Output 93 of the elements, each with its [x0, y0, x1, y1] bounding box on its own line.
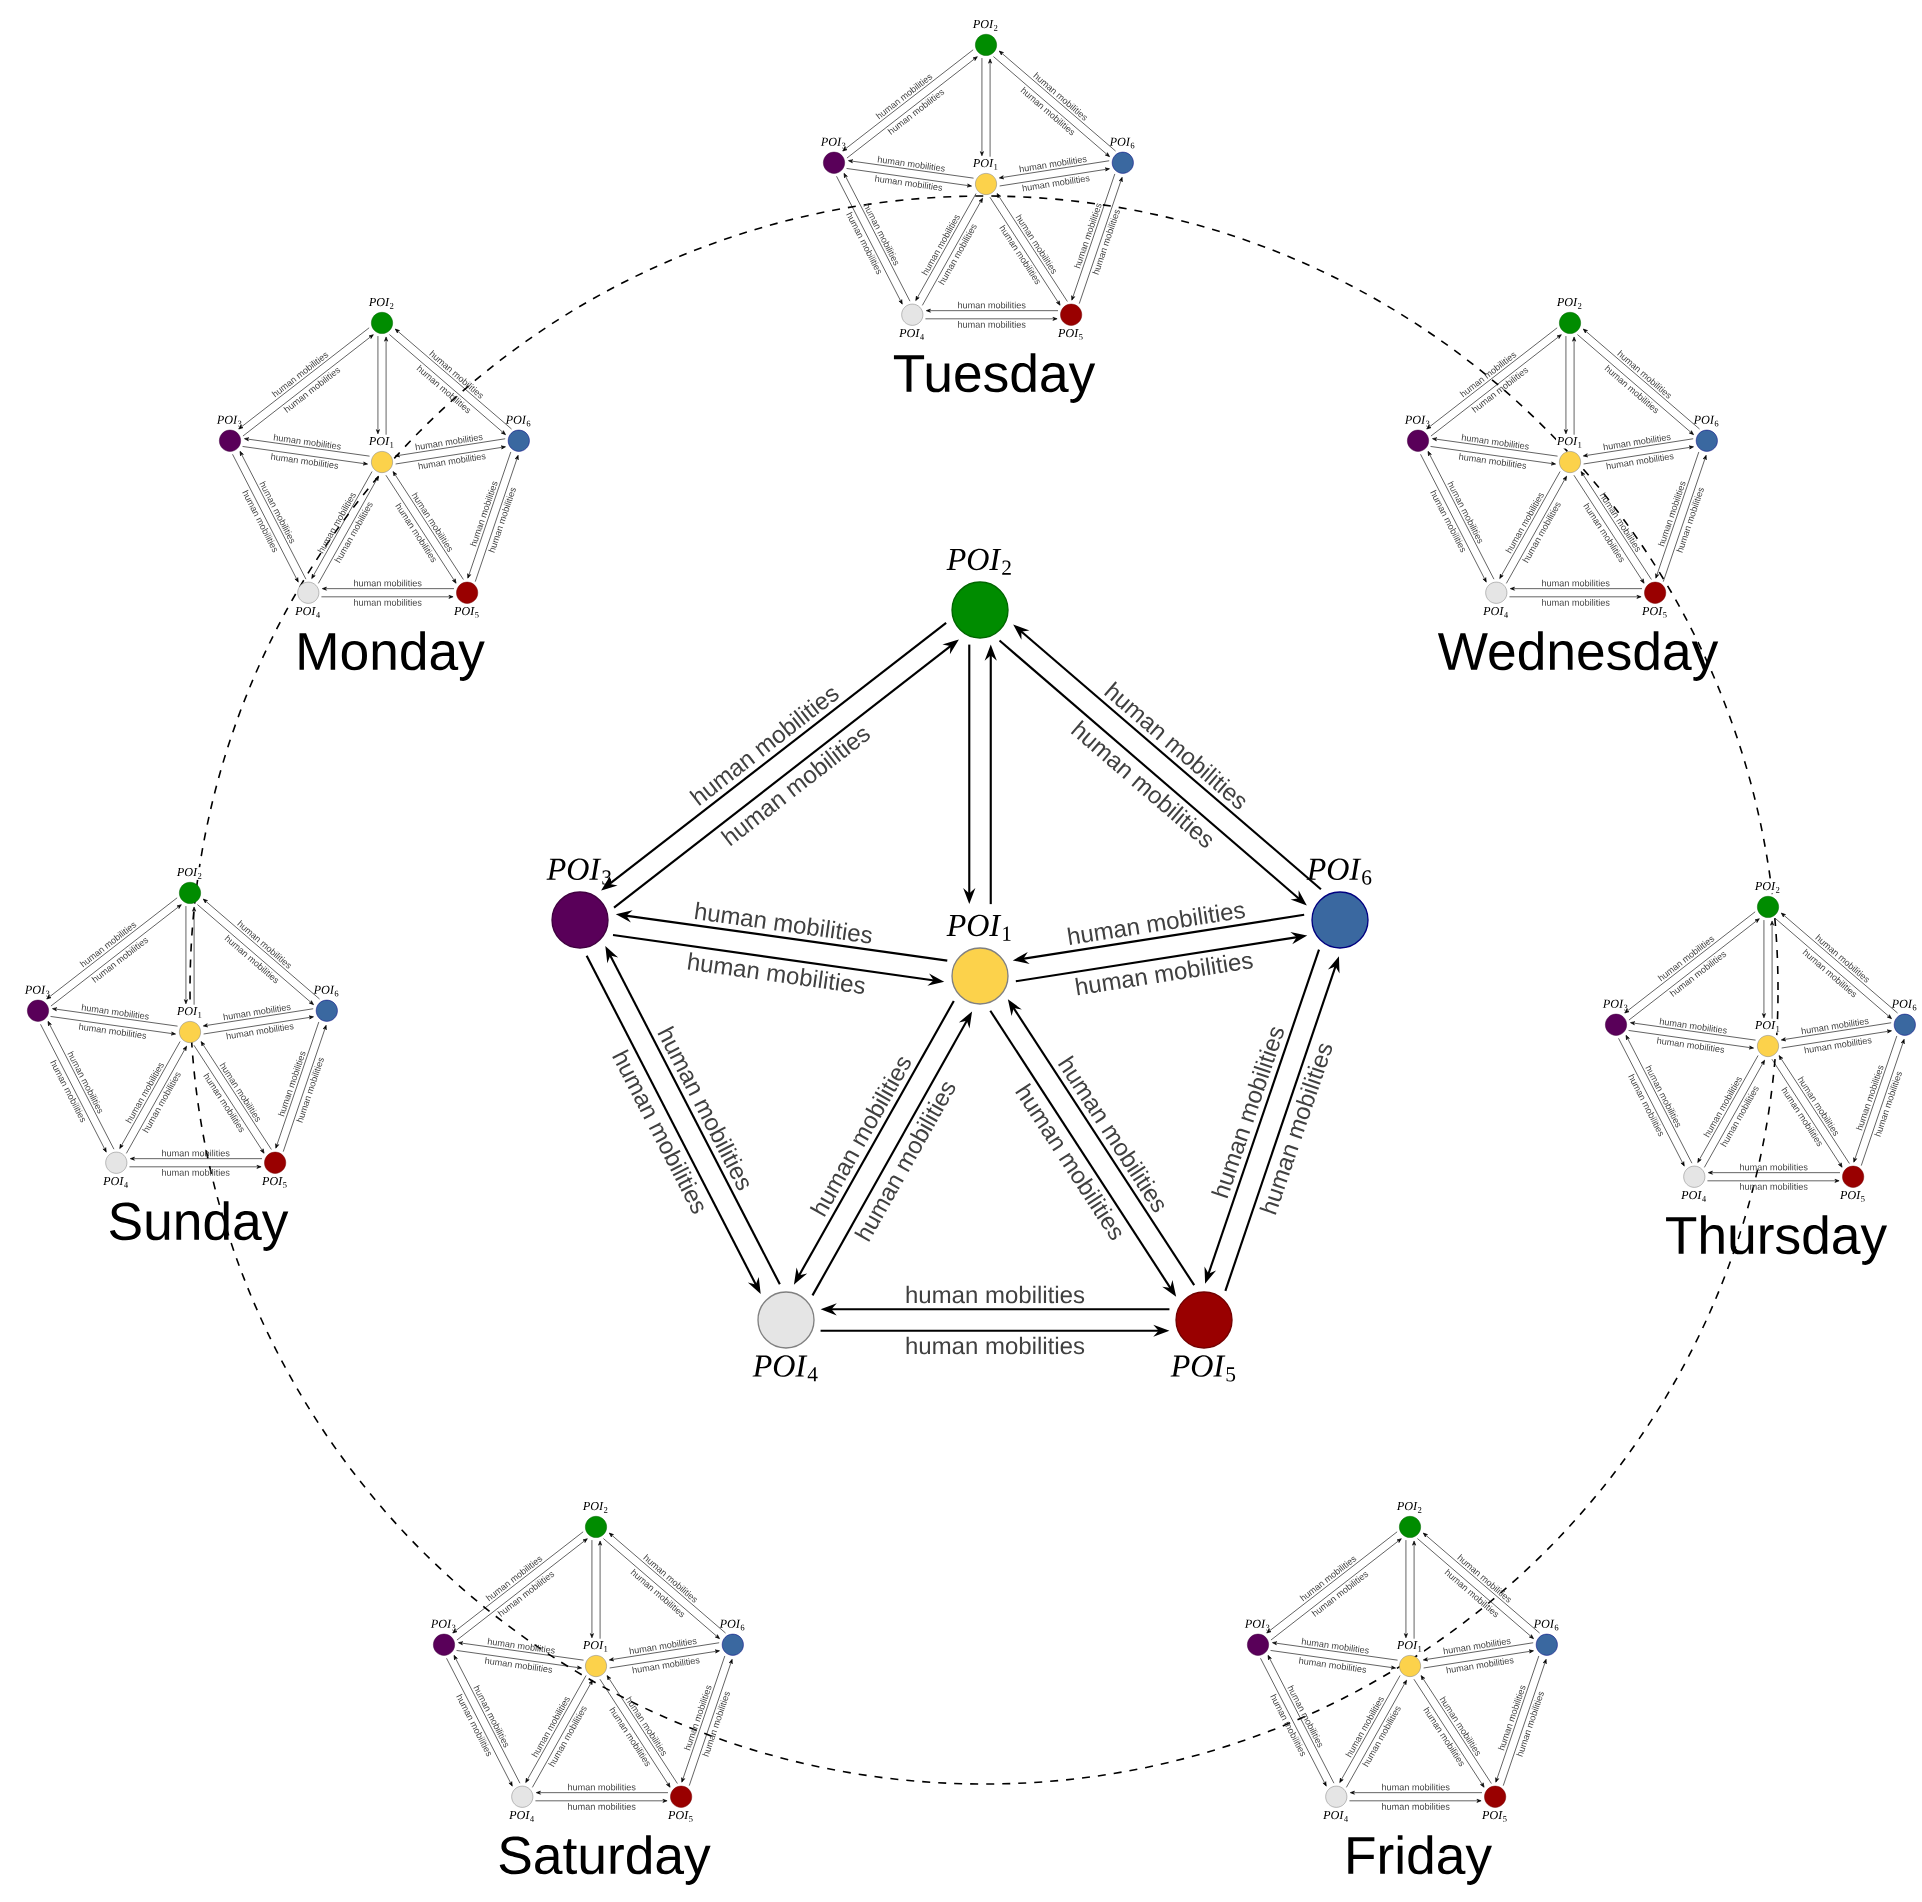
arrow [376, 335, 380, 435]
arrow [1509, 594, 1642, 599]
arrow [925, 316, 1058, 321]
arrow [458, 1641, 584, 1661]
arrow [1270, 1650, 1396, 1670]
poi-node: POI$_{4}$ [751, 1291, 821, 1383]
arrow [1423, 1642, 1534, 1662]
node-label: POI$_{1}$ [946, 914, 1011, 941]
arrow [130, 1156, 263, 1161]
edge-label: human mobilities [694, 901, 872, 944]
arrow [203, 1008, 314, 1028]
arrow [50, 1016, 176, 1036]
node-label: POI$_{5}$ [1170, 1355, 1236, 1382]
arrow [467, 451, 512, 579]
arrow [1510, 586, 1643, 591]
arrow [1630, 1021, 1756, 1041]
arrow [275, 1021, 320, 1149]
arrow [1564, 335, 1568, 435]
arrow [999, 160, 1110, 180]
arrow [536, 1790, 669, 1795]
arrow [1781, 1022, 1892, 1042]
day-label: Sunday [110, 1201, 289, 1251]
arrow [1860, 1039, 1905, 1166]
arrow [384, 336, 388, 435]
arrow [590, 1539, 594, 1639]
arrow [1572, 336, 1576, 435]
day-label: Friday [1348, 1835, 1492, 1885]
arrow [681, 1655, 726, 1783]
arrow [192, 906, 196, 1005]
poi-node: POI$_{1}$ [945, 913, 1015, 1005]
arrow [688, 1659, 733, 1786]
arrow [1655, 451, 1700, 579]
arrow [52, 1007, 178, 1027]
arrow [848, 159, 974, 179]
arrow [395, 438, 506, 458]
arrow [1502, 1659, 1547, 1786]
node-label: POI$_{6}$ [1306, 858, 1372, 885]
arrow [242, 446, 368, 466]
arrow [1583, 438, 1694, 458]
arrow [322, 586, 455, 591]
day-label: Monday [299, 631, 485, 681]
arrow [1708, 1170, 1841, 1175]
arrow [535, 1798, 668, 1803]
arrow [1432, 437, 1558, 457]
arrow [129, 1164, 262, 1169]
arrow [244, 437, 370, 457]
arrow [1423, 1649, 1534, 1669]
arrow [1770, 920, 1774, 1019]
arrow [184, 905, 188, 1005]
arrow [1078, 177, 1123, 304]
arrow [321, 594, 454, 599]
day-label: Saturday [499, 1835, 711, 1885]
arrow [474, 455, 519, 582]
arrow [609, 1649, 720, 1669]
edge-label: human mobilities [1067, 904, 1245, 945]
poi-node: POI$_{6}$ [1305, 857, 1375, 949]
arrow [395, 445, 506, 465]
arrow [1272, 1641, 1398, 1661]
arrow [456, 1650, 582, 1670]
edge-label: human mobilities [1075, 954, 1253, 996]
edge-label: human mobilities [906, 1285, 1085, 1304]
poi-node: POI$_{2}$ [945, 547, 1015, 639]
arrow [1707, 1178, 1840, 1183]
arrow [609, 1642, 720, 1662]
arrow [1853, 1035, 1898, 1163]
arrow [1404, 1539, 1408, 1639]
arrow [282, 1025, 327, 1152]
edge-label: human mobilities [687, 952, 865, 994]
arrow [926, 308, 1059, 313]
arrow [1412, 1540, 1416, 1639]
poi-node: POI$_{5}$ [1169, 1291, 1239, 1383]
arrow [846, 168, 972, 188]
day-label: Tuesday [893, 353, 1096, 403]
arrow [980, 57, 984, 157]
node-label: POI$_{2}$ [946, 548, 1011, 575]
arrow [598, 1540, 602, 1639]
arrow [1583, 445, 1694, 465]
arrow [1349, 1798, 1482, 1803]
arrow [1430, 446, 1556, 466]
arrow [1762, 919, 1766, 1019]
arrow [1495, 1655, 1540, 1783]
node-label: POI$_{4}$ [752, 1355, 818, 1382]
arrow [1662, 455, 1707, 582]
arrow [999, 167, 1110, 187]
arrow [1071, 173, 1116, 301]
arrow [1781, 1029, 1892, 1049]
day-label: Thursday [1666, 1215, 1888, 1265]
arrow [203, 1015, 314, 1035]
arrow [988, 58, 992, 157]
arrow [1350, 1790, 1483, 1795]
day-label: Wednesday [1437, 631, 1719, 681]
edge-label: human mobilities [906, 1336, 1085, 1355]
arrow [1628, 1030, 1754, 1050]
